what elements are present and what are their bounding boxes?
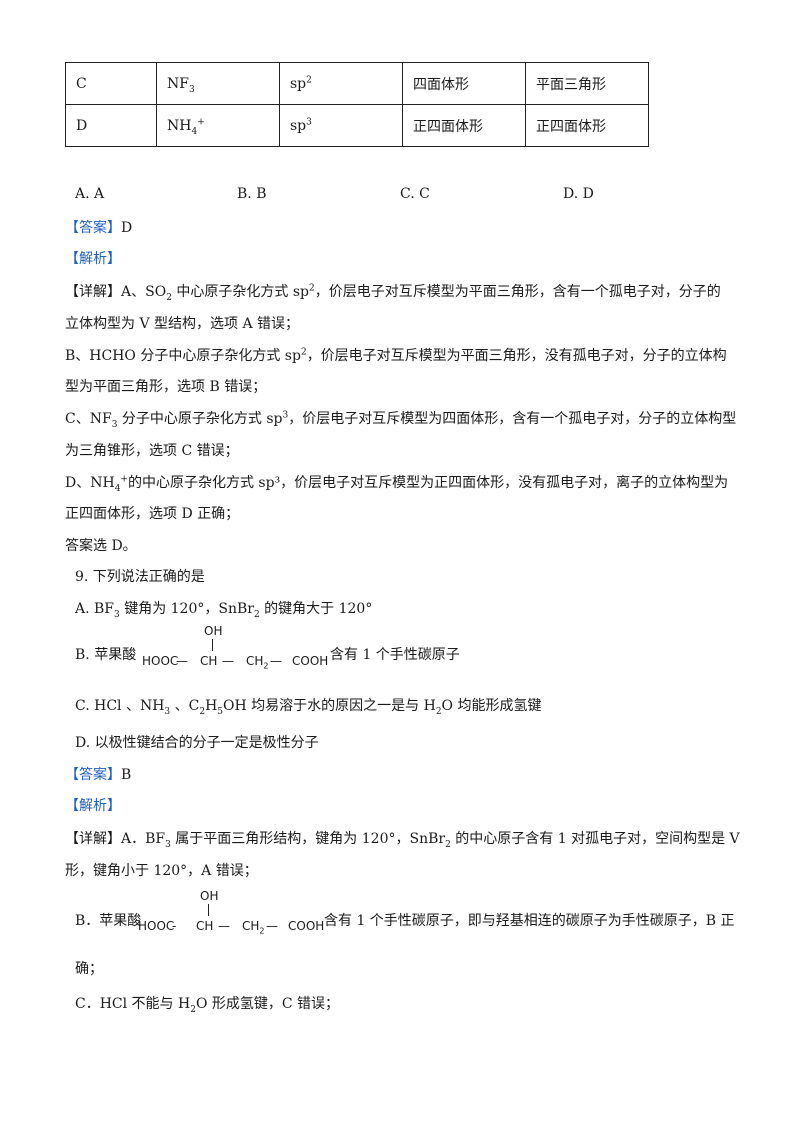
table-cell: 平面三角形 [525,62,649,105]
option-b: B. B [237,186,267,202]
table-cell: sp3 [279,104,403,147]
table-cell: NH4+ [156,104,280,147]
option-a: A. A [75,186,105,202]
analysis-tag: 【解析】 [65,798,121,814]
detail-line: 【详解】A、SO2 中心原子杂化方式 sp2，价层电子对互斥模型为平面三角形，含… [65,283,721,303]
detail-line: 形，键角小于 120°，A 错误； [65,863,258,879]
detail-line: C、NF3 分子中心原子杂化方式 sp3，价层电子对互斥模型为四面体形，含有一个… [65,410,737,430]
bond-line [208,904,209,916]
cooh-right: COOH [288,919,325,933]
answer-tag: 【答案】 [65,767,121,783]
cooh-left: HOOC [138,919,175,933]
detail-line: B、HCHO 分子中心原子杂化方式 sp2，价层电子对互斥模型为平面三角形，没有… [65,347,727,364]
table-cell: 正四面体形 [525,104,649,147]
question-stem: 9. 下列说法正确的是 [75,569,205,585]
option-d: D. D [563,186,594,202]
option-c: C. HCl 、NH3 、C2H5OH 均易溶于水的原因之一是与 H2O 均能形… [75,698,542,717]
answer-value: B [121,767,132,783]
detail-b-label: B．苹果酸 [75,913,142,929]
detail-line: C．HCl 不能与 H2O 形成氢键，C 错误； [75,996,340,1015]
detail-line: 答案选 D。 [65,538,137,554]
oh-group: OH [200,889,219,903]
detail-line: 确； [75,961,103,977]
malic-acid-structure: OH HOOC — CH — CH2 — COOH [142,624,329,671]
detail-line: 正四面体形，选项 D 正确； [65,506,240,522]
answer-tag: 【答案】 [65,220,121,236]
oh-group: OH [204,624,223,638]
ch-group: CH [196,919,214,933]
table-cell: sp2 [279,62,403,105]
table-cell: C [65,62,157,105]
cooh-right: COOH [292,654,329,668]
option-c: C. C [400,186,430,202]
ch2-group: CH2 [242,919,265,936]
options-table: C NF3 sp2 四面体形 平面三角形 D NH4+ sp3 正四面体形 正四… [65,62,649,147]
table-cell: 四面体形 [402,62,526,105]
answer-value: D [121,220,133,236]
option-a: A. BF3 键角为 120°，SnBr2 的键角大于 120° [75,601,373,620]
detail-line: 含有 1 个手性碳原子，即与羟基相连的碳原子为手性碳原子，B 正 [324,913,735,929]
bond-line [212,639,213,651]
answer-line: 【答案】B [65,764,131,784]
table-row: D NH4+ sp3 正四面体形 正四面体形 [65,104,649,147]
table-cell: NF3 [156,62,280,105]
cooh-left: HOOC [142,654,179,668]
answer-line: 【答案】D [65,217,132,237]
table-cell: 正四面体形 [402,104,526,147]
option-b-label: B. 苹果酸 [75,647,137,663]
detail-line: 为三角锥形，选项 C 错误； [65,443,239,459]
detail-line: 型为平面三角形，选项 B 错误； [65,379,267,395]
detail-line: 【详解】A．BF3 属于平面三角形结构，键角为 120°，SnBr2 的中心原子… [65,831,740,850]
table-row: C NF3 sp2 四面体形 平面三角形 [65,62,649,105]
table-cell: D [65,104,157,147]
detail-line: D、NH4+的中心原子杂化方式 sp³，价层电子对互斥模型为正四面体形，没有孤电… [65,474,729,494]
detail-line: 立体构型为 V 型结构，选项 A 错误； [65,316,300,332]
analysis-tag: 【解析】 [65,251,121,267]
malic-acid-structure: OH HOOC - CH — CH2 — COOH [138,889,325,936]
ch-group: CH [200,654,218,668]
option-d: D. 以极性键结合的分子一定是极性分子 [75,735,319,751]
ch2-group: CH2 [246,654,269,671]
option-b-text: 含有 1 个手性碳原子 [330,647,460,663]
